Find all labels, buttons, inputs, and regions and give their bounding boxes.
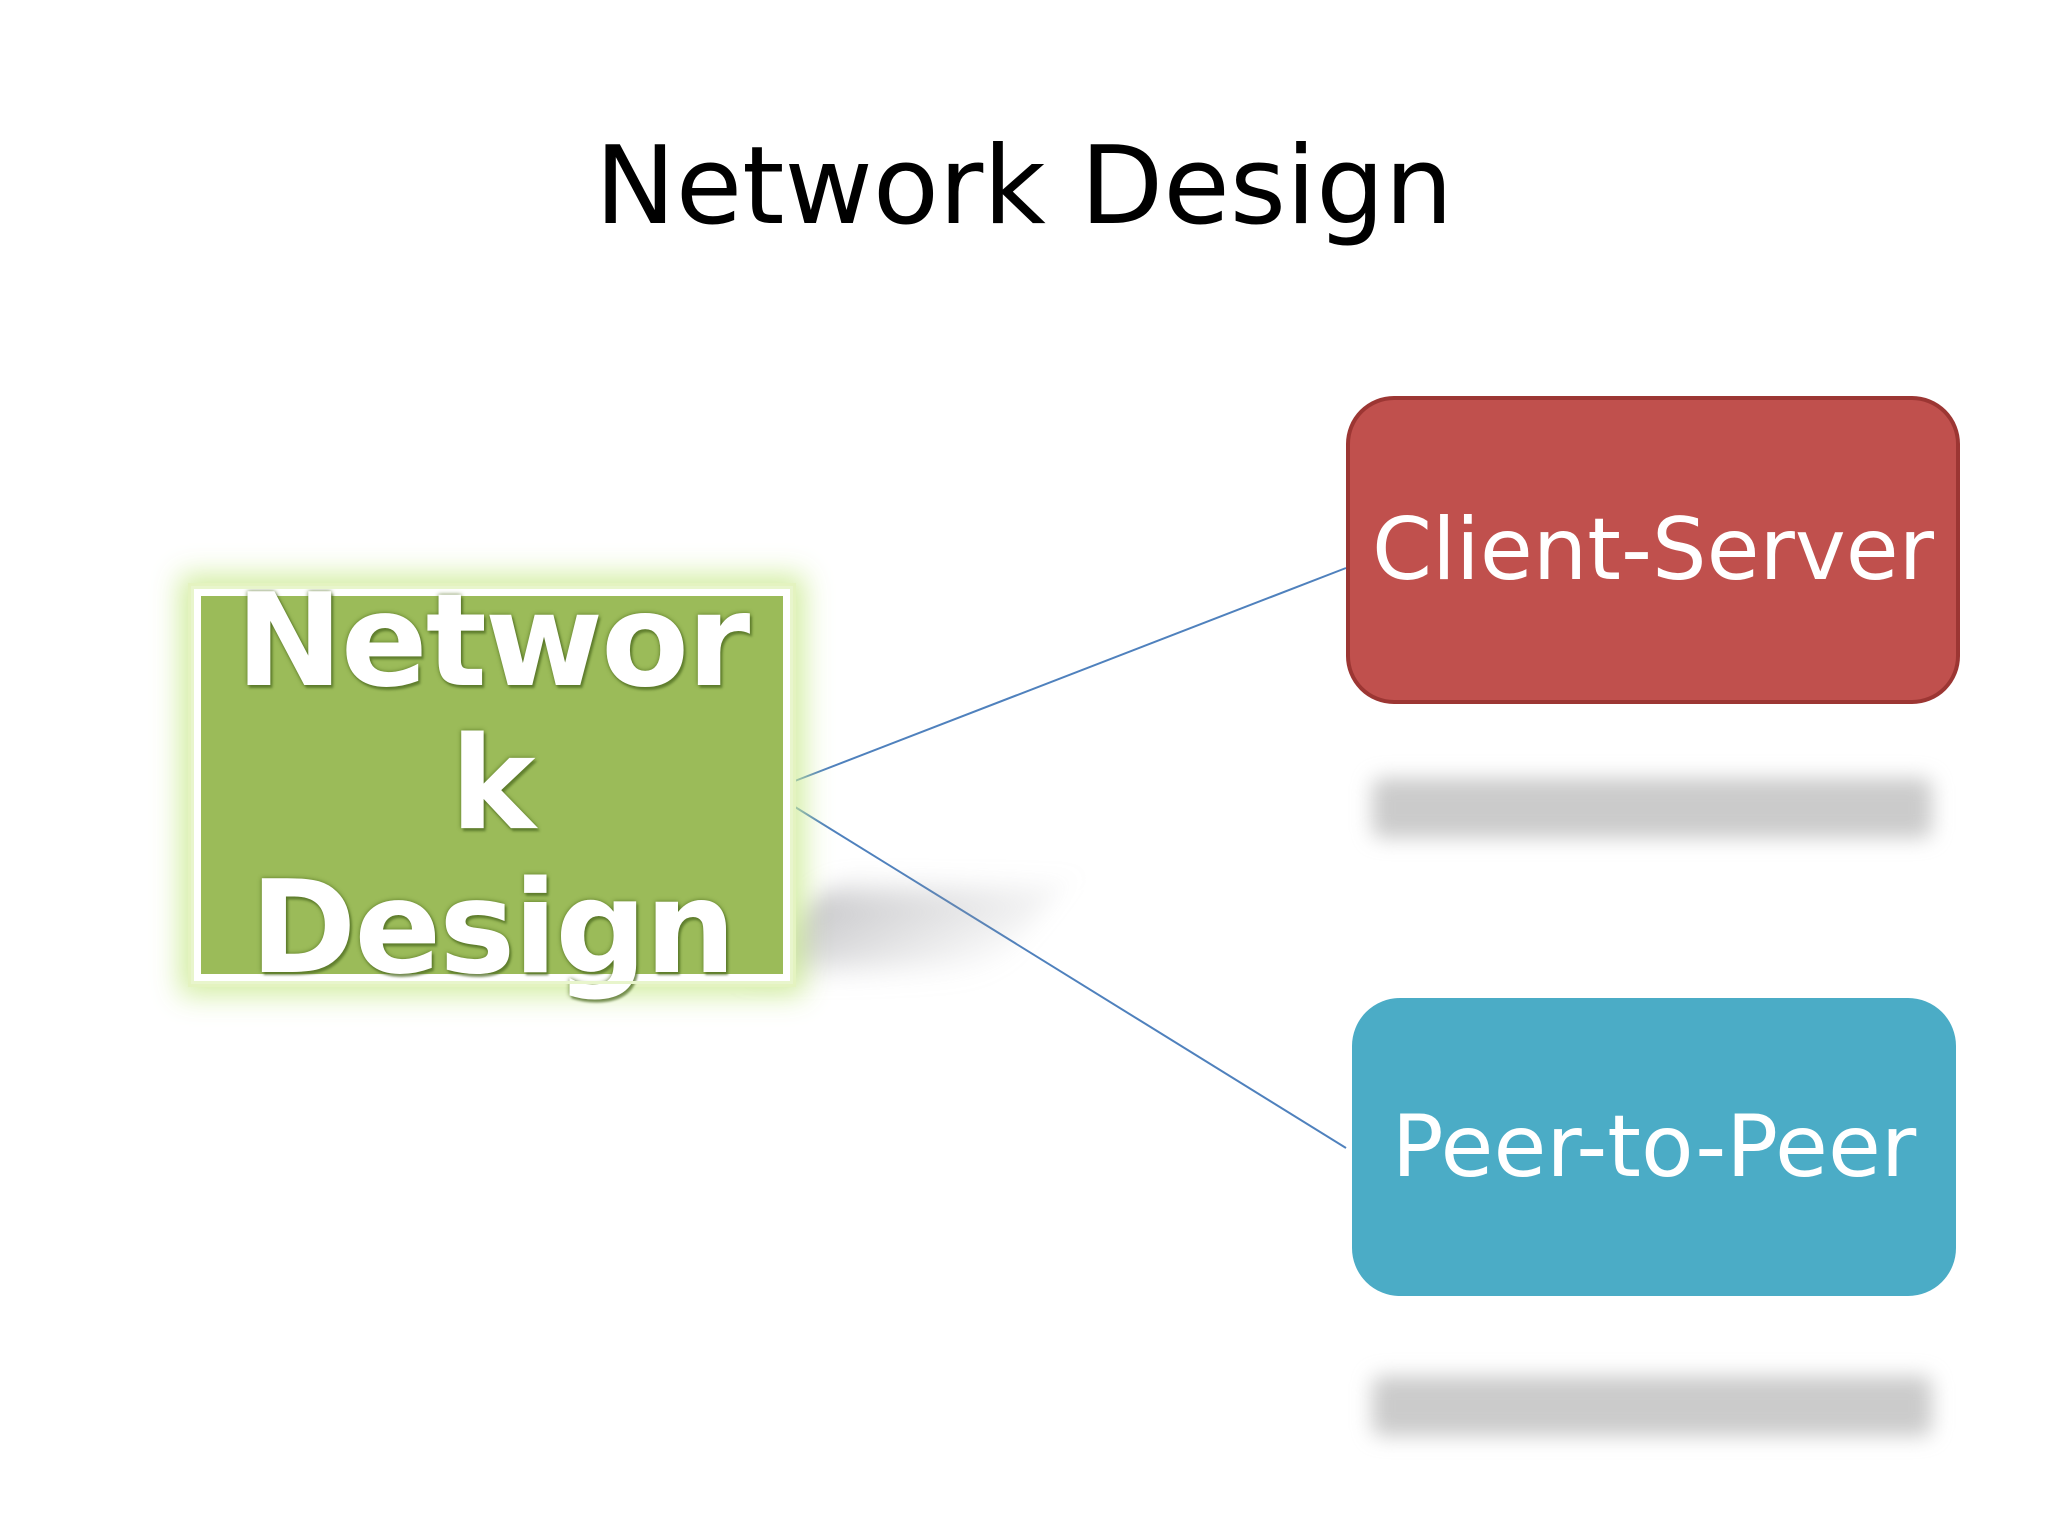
child-node-label: Peer-to-Peer <box>1391 1097 1917 1197</box>
child-node-label: Client-Server <box>1371 500 1935 600</box>
client-server-reflection <box>1372 778 1932 838</box>
root-node-label: Network Design <box>235 566 750 1003</box>
peer-to-peer-reflection <box>1372 1376 1932 1436</box>
root-node-network-design[interactable]: Network Design <box>191 570 793 1000</box>
connector-root-to-client-server <box>786 567 1347 785</box>
child-node-client-server[interactable]: Client-Server <box>1346 396 1960 704</box>
slide-title: Network Design <box>594 124 1454 249</box>
connector-root-to-peer-to-peer <box>786 801 1347 1149</box>
child-node-peer-to-peer[interactable]: Peer-to-Peer <box>1352 998 1956 1296</box>
